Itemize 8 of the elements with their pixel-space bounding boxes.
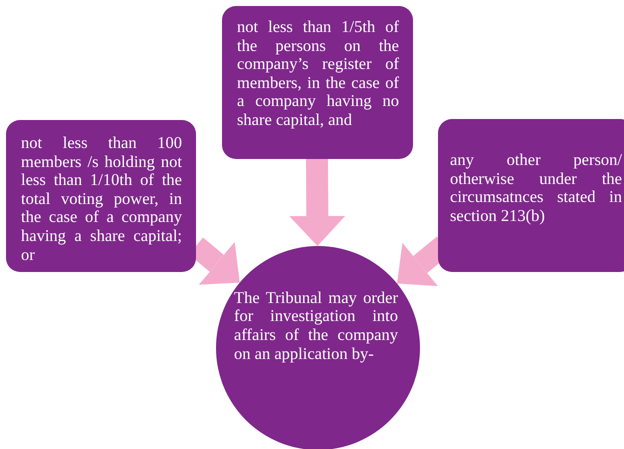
block-arrow	[289, 158, 346, 246]
node-text: not less than 100 members /s holding not less than 1/10th of the total voting power, in the case of a company having a share capital; or	[21, 134, 182, 264]
rounded-box	[438, 119, 624, 272]
node-text: The Tribunal may order for investigation into affairs of the company on an application by-	[234, 288, 398, 364]
node-text: not less than 1/5th of the persons on the company’s register of members, in the case of a company having no share capital, and	[237, 18, 399, 130]
node-text: any other person/ otherwise under the circumsatnces stated in section 213(b)	[450, 151, 622, 226]
rounded-box	[222, 6, 413, 159]
rounded-box	[6, 120, 196, 272]
